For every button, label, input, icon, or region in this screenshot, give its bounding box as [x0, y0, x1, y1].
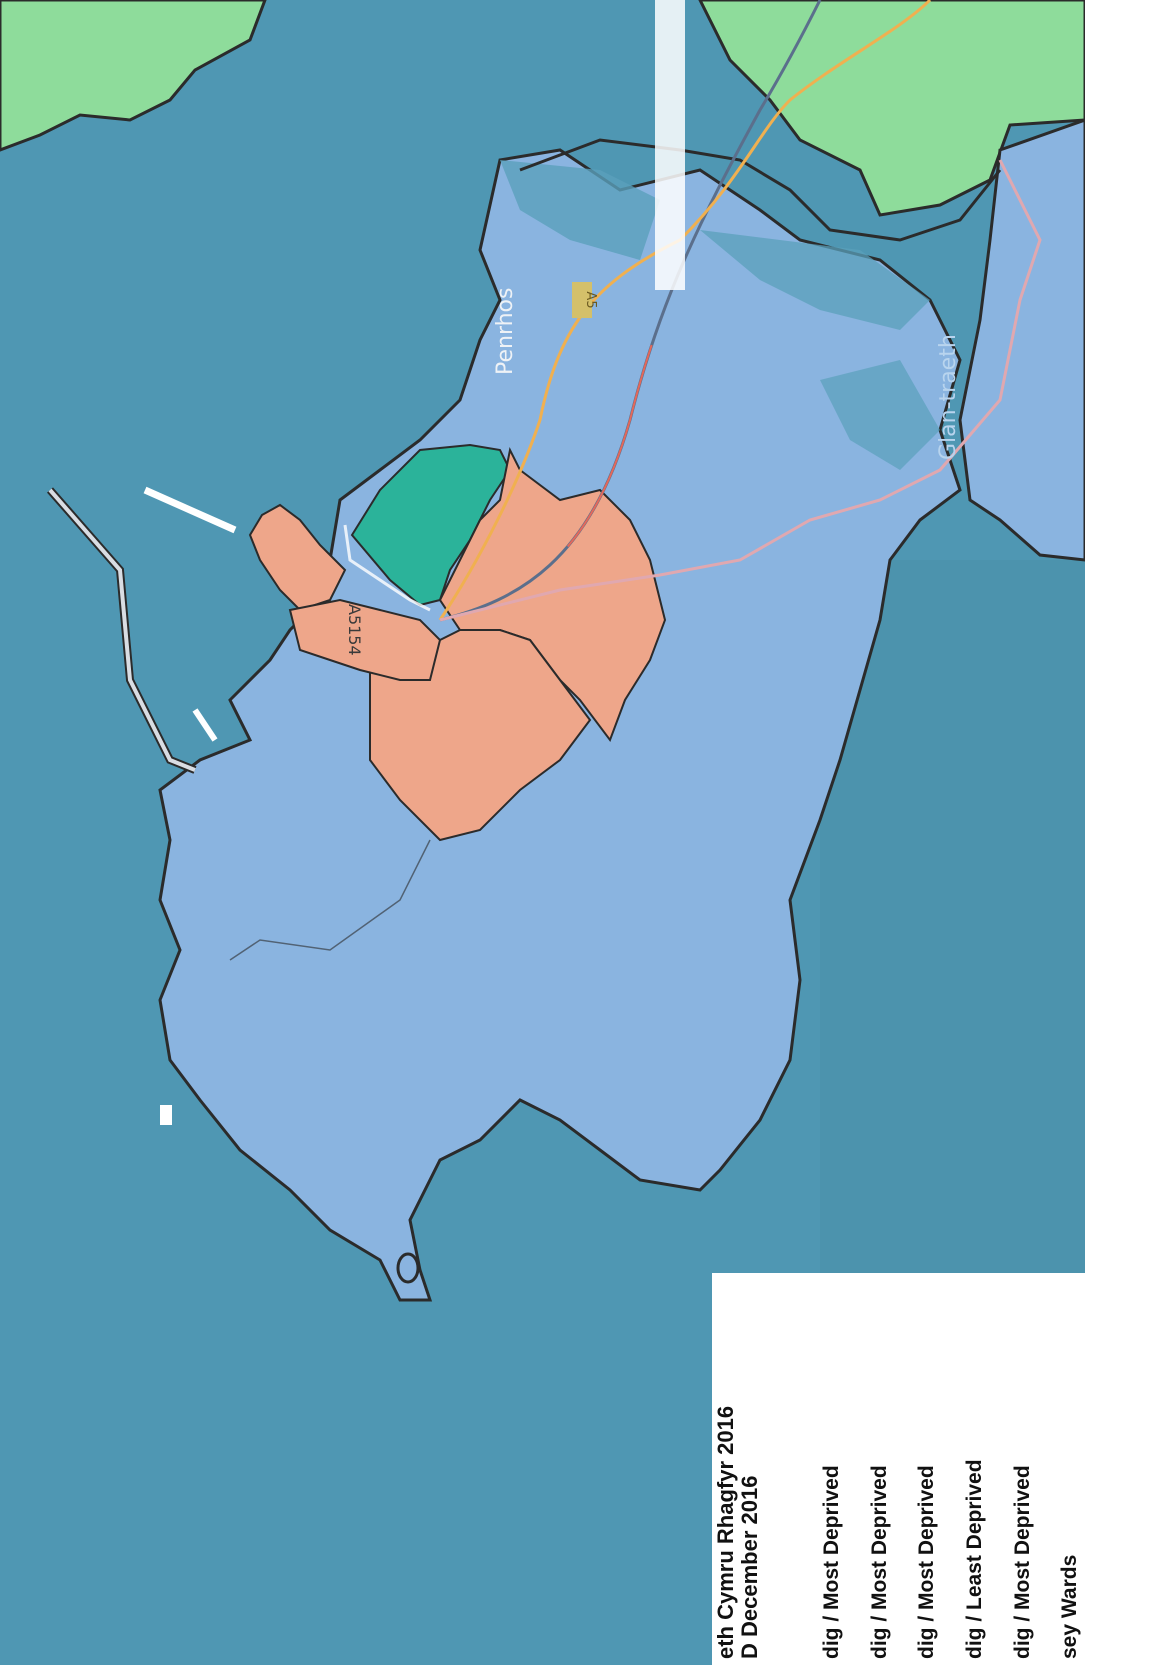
legend: eth Cymru Rhagfyr 2016 D December 2016 d… [712, 1273, 1085, 1665]
legend-item: dig / Most Deprived [1011, 1465, 1034, 1659]
road-shield-a5 [572, 282, 592, 318]
label-road-a5: A5 [583, 291, 598, 308]
legend-title-english: D December 2016 [737, 1475, 762, 1659]
harbour-edge [343, 524, 431, 612]
legend-item: dig / Most Deprived [915, 1465, 938, 1659]
jetty-north [143, 486, 237, 534]
label-road-a5154: A5154 [345, 604, 364, 656]
tidal-zone-north [500, 160, 660, 260]
breakwater-inner [48, 488, 196, 772]
ward-boundary-north [519, 138, 1002, 242]
label-glan-traeth: Glan-traeth [936, 334, 961, 460]
tidal-zone-east [820, 360, 940, 470]
legend-item: dig / Least Deprived [963, 1459, 986, 1659]
legend-panel [712, 1273, 1085, 1665]
blue-land-east [958, 118, 1085, 562]
road-pink [439, 159, 1042, 622]
jetty-south [192, 708, 218, 742]
green-land-northeast [698, 0, 1085, 217]
deprived-area-orange-west [288, 598, 442, 681]
legend-item: dig / Most Deprived [868, 1465, 891, 1659]
legend-item: dig / Most Deprived [820, 1465, 843, 1659]
rail-line [439, 0, 822, 622]
islet [396, 1252, 420, 1284]
map-canvas: Penrhos Glan-traeth A5154 A5 [0, 0, 1085, 1665]
white-overlay-strip [655, 0, 685, 290]
deprived-area-orange-south [369, 629, 592, 842]
legend-title-welsh: eth Cymru Rhagfyr 2016 [713, 1405, 738, 1659]
green-land-northwest [0, 0, 267, 152]
label-penrhos: Penrhos [493, 288, 518, 375]
deprived-area-orange-port [248, 503, 347, 612]
legend-item: sey Wards [1058, 1554, 1081, 1659]
ward-boundary-interior [229, 839, 431, 961]
white-marker [160, 1105, 172, 1125]
tidal-zone-northeast [700, 230, 930, 330]
